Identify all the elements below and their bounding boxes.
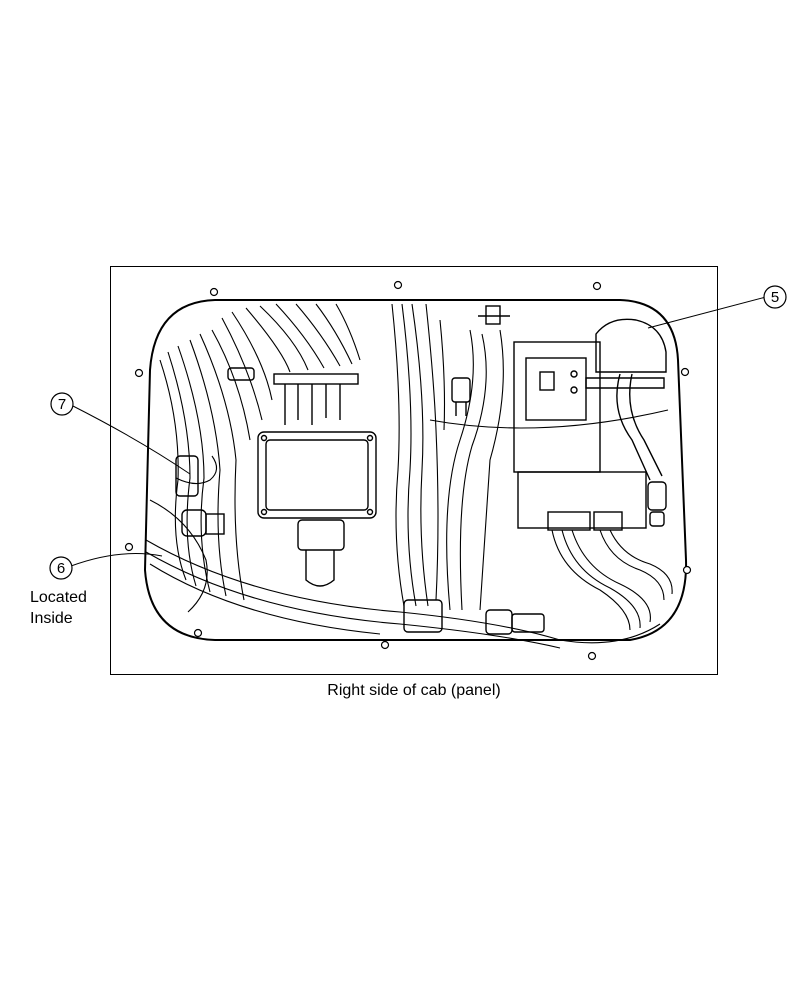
- interior-components: [175, 305, 667, 635]
- callout-5-label: 5: [771, 289, 779, 306]
- terminal-strip: [273, 373, 359, 385]
- diagram-caption: Right side of cab (panel): [327, 682, 501, 699]
- callout-6: 6 Located Inside: [30, 553, 163, 627]
- callout-7: 7: [50, 392, 191, 475]
- mounting-bolts: [124, 280, 692, 661]
- panel-opening: [143, 299, 688, 641]
- relay-box: [513, 341, 601, 473]
- panel-frame: [110, 266, 718, 675]
- harness-bracket: [595, 318, 667, 373]
- callout-7-label: 7: [58, 396, 66, 413]
- callout-6-note-line1: Located: [30, 589, 87, 606]
- wiring-harness: [145, 303, 673, 649]
- callout-6-label: 6: [57, 560, 65, 577]
- control-module: [257, 431, 377, 519]
- callout-5: 5: [647, 285, 787, 329]
- callout-6-note-line2: Inside: [30, 610, 73, 627]
